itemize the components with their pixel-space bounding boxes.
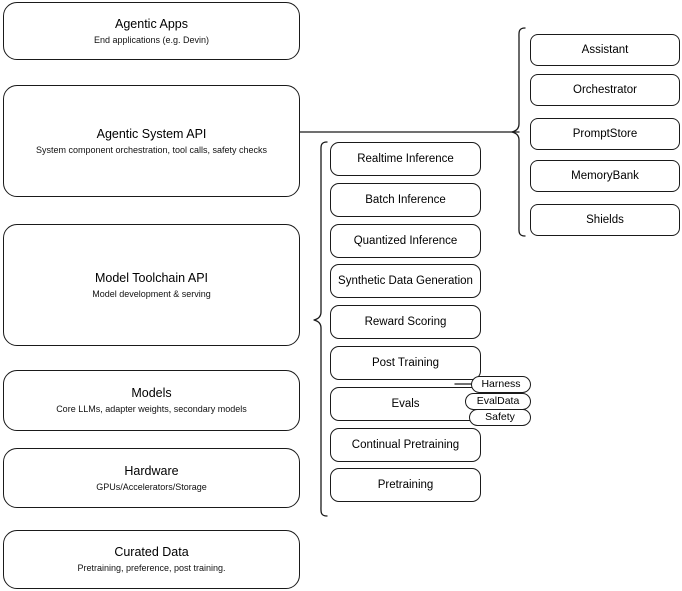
mid-item-label: Synthetic Data Generation: [338, 275, 473, 287]
brace-middle: [313, 141, 328, 517]
mid-item-label: Post Training: [371, 357, 440, 369]
layer-title: Model Toolchain API: [94, 270, 209, 285]
mid-item-batch-inference[interactable]: Batch Inference: [330, 183, 481, 217]
badge-safety[interactable]: Safety: [469, 409, 531, 426]
right-item-assistant[interactable]: Assistant: [530, 34, 680, 66]
right-item-memorybank[interactable]: MemoryBank: [530, 160, 680, 192]
badge-label: Harness: [481, 378, 521, 390]
layer-subtitle: End applications (e.g. Devin): [93, 34, 210, 45]
mid-item-label: Batch Inference: [365, 194, 446, 206]
layer-subtitle: Core LLMs, adapter weights, secondary mo…: [56, 404, 247, 414]
right-item-label: MemoryBank: [571, 170, 639, 182]
badge-harness[interactable]: Harness: [471, 376, 531, 393]
layer-title: Agentic Apps: [115, 16, 188, 31]
layer-subtitle: Model development & serving: [92, 288, 211, 299]
brace-right: [511, 27, 526, 237]
right-item-orchestrator[interactable]: Orchestrator: [530, 74, 680, 106]
mid-item-evals[interactable]: Evals: [330, 387, 481, 421]
mid-item-realtime-inference[interactable]: Realtime Inference: [330, 142, 481, 176]
layer-agentic-system-api[interactable]: Agentic System API System component orch…: [3, 85, 300, 197]
mid-item-label: Quantized Inference: [353, 235, 458, 247]
mid-item-pretraining[interactable]: Pretraining: [330, 468, 481, 502]
layer-model-toolchain-api[interactable]: Model Toolchain API Model development & …: [3, 224, 300, 346]
right-item-label: Assistant: [581, 44, 629, 56]
layer-title: Curated Data: [114, 545, 189, 559]
mid-item-synthetic-data-generation[interactable]: Synthetic Data Generation: [330, 264, 481, 298]
right-item-label: Shields: [586, 214, 624, 226]
layer-title: Hardware: [124, 463, 179, 478]
right-item-shields[interactable]: Shields: [530, 204, 680, 236]
layer-title: Agentic System API: [96, 126, 207, 141]
badge-label: Safety: [485, 411, 515, 423]
mid-item-label: Reward Scoring: [364, 316, 447, 328]
layer-hardware[interactable]: Hardware GPUs/Accelerators/Storage: [3, 448, 300, 508]
layer-subtitle: Pretraining, preference, post training.: [77, 563, 226, 573]
mid-item-label: Continual Pretraining: [351, 439, 460, 451]
layer-subtitle: System component orchestration, tool cal…: [35, 144, 268, 155]
layer-subtitle: GPUs/Accelerators/Storage: [96, 481, 207, 492]
layer-curated-data[interactable]: Curated Data Pretraining, preference, po…: [3, 530, 300, 589]
mid-item-label: Evals: [391, 398, 420, 410]
layer-title: Models: [131, 386, 172, 400]
layer-agentic-apps[interactable]: Agentic Apps End applications (e.g. Devi…: [3, 2, 300, 60]
mid-item-reward-scoring[interactable]: Reward Scoring: [330, 305, 481, 339]
mid-item-continual-pretraining[interactable]: Continual Pretraining: [330, 428, 481, 462]
mid-item-quantized-inference[interactable]: Quantized Inference: [330, 224, 481, 258]
mid-item-label: Pretraining: [377, 479, 434, 491]
badge-label: EvalData: [476, 395, 520, 407]
right-item-label: PromptStore: [572, 128, 638, 140]
right-item-promptstore[interactable]: PromptStore: [530, 118, 680, 150]
badge-evaldata[interactable]: EvalData: [465, 393, 531, 410]
right-item-label: Orchestrator: [573, 84, 637, 96]
mid-item-label: Realtime Inference: [357, 153, 454, 165]
layer-models[interactable]: Models Core LLMs, adapter weights, secon…: [3, 370, 300, 431]
mid-item-post-training[interactable]: Post Training: [330, 346, 481, 380]
